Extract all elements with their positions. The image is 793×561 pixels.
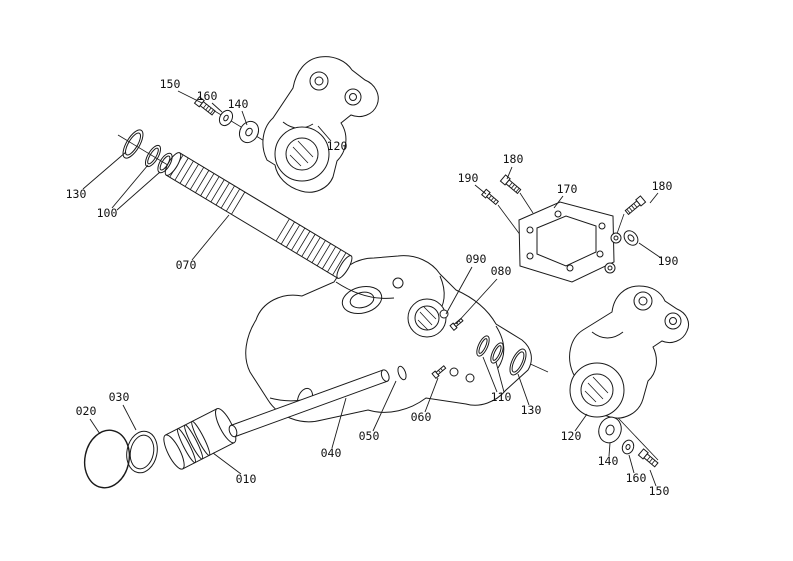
part-label-010: 010 <box>236 472 257 486</box>
part-label-130-left: 130 <box>66 187 87 201</box>
part-label-180-left: 180 <box>503 152 524 166</box>
leader-line-120-top <box>317 125 332 142</box>
part-label-030: 030 <box>109 390 130 404</box>
part-splined-shaft-070 <box>164 152 353 279</box>
part-label-180-right: 180 <box>652 179 673 193</box>
part-label-120-right: 120 <box>561 429 582 443</box>
leader-line-190-right <box>638 242 662 259</box>
leader-line-110 <box>482 356 498 393</box>
leader-line-180-left <box>506 166 513 180</box>
part-oring-130-left <box>122 129 144 159</box>
part-bolt-180-right <box>624 195 647 216</box>
part-screw-060 <box>431 365 447 380</box>
part-label-120-top: 120 <box>327 139 348 153</box>
leader-line-030 <box>122 404 137 431</box>
leader-line-130-right <box>517 373 530 406</box>
leader-line-010 <box>212 452 242 475</box>
part-label-070: 070 <box>176 258 197 272</box>
part-piston-010 <box>163 408 237 470</box>
leader-line-160-right <box>628 454 635 474</box>
leader-line-190-left <box>474 184 487 195</box>
part-bolt-190-left <box>481 188 500 206</box>
part-label-100: 100 <box>97 206 118 220</box>
leader-lines <box>82 90 662 487</box>
part-cover-bracket-170 <box>518 201 622 283</box>
leader-line-100 <box>116 171 161 211</box>
part-label-140-top: 140 <box>228 97 249 111</box>
part-label-170: 170 <box>557 182 578 196</box>
part-label-060: 060 <box>411 410 432 424</box>
part-bolt-150-right <box>637 448 659 468</box>
part-main-housing <box>245 255 532 423</box>
leader-line-140-right <box>608 442 611 457</box>
part-rings-110 <box>476 335 504 364</box>
part-washer-140-right <box>598 416 622 444</box>
leader-line-150-top <box>177 90 203 104</box>
leader-line-140-top <box>241 110 248 126</box>
part-label-160-right: 160 <box>626 471 647 485</box>
leader-line-120-right <box>574 413 588 432</box>
leader-line-160-top <box>211 102 223 113</box>
part-label-040: 040 <box>321 446 342 460</box>
part-label-110: 110 <box>491 390 512 404</box>
leader-line-180-right <box>649 192 659 204</box>
part-oring-020 <box>83 429 131 489</box>
leader-line-100 <box>111 164 149 209</box>
part-oring-130-right <box>509 348 527 376</box>
leader-line-040 <box>331 397 347 449</box>
leader-line-090 <box>445 266 473 315</box>
part-label-050: 050 <box>359 429 380 443</box>
leader-line-020 <box>89 418 101 435</box>
part-label-190-right: 190 <box>658 254 679 268</box>
part-label-090: 090 <box>466 252 487 266</box>
part-lift-arm-120-top <box>262 56 379 193</box>
leader-line-050 <box>372 380 397 432</box>
part-washer-190-right <box>623 230 639 246</box>
leader-line-070 <box>191 214 230 261</box>
part-label-020: 020 <box>76 404 97 418</box>
part-ring-050 <box>397 365 407 381</box>
leader-line-080 <box>455 278 498 325</box>
part-lift-arm-120-right <box>569 285 690 419</box>
leader-line-150-right <box>649 469 657 487</box>
part-backup-ring-030 <box>126 430 158 474</box>
part-ball-090 <box>439 309 449 319</box>
part-label-160-top: 160 <box>197 89 218 103</box>
leader-line-130-left <box>82 151 127 190</box>
piston-bore <box>407 298 447 338</box>
part-bolt-180-left <box>499 174 522 195</box>
leader-line-060 <box>424 377 439 413</box>
part-label-150-top: 150 <box>160 77 181 91</box>
part-label-150-right: 150 <box>649 484 670 498</box>
part-label-080: 080 <box>491 264 512 278</box>
part-washer-160-top <box>218 109 234 127</box>
part-washer-140-top <box>238 120 260 144</box>
leader-line-110 <box>495 361 505 393</box>
part-washer-160-right <box>621 439 635 455</box>
part-screw-080 <box>449 317 464 332</box>
part-label-130-right: 130 <box>521 403 542 417</box>
part-label-140-right: 140 <box>598 454 619 468</box>
part-label-190-left: 190 <box>458 171 479 185</box>
part-piston-rod-040 <box>228 369 390 438</box>
leader-line-170 <box>553 195 564 209</box>
